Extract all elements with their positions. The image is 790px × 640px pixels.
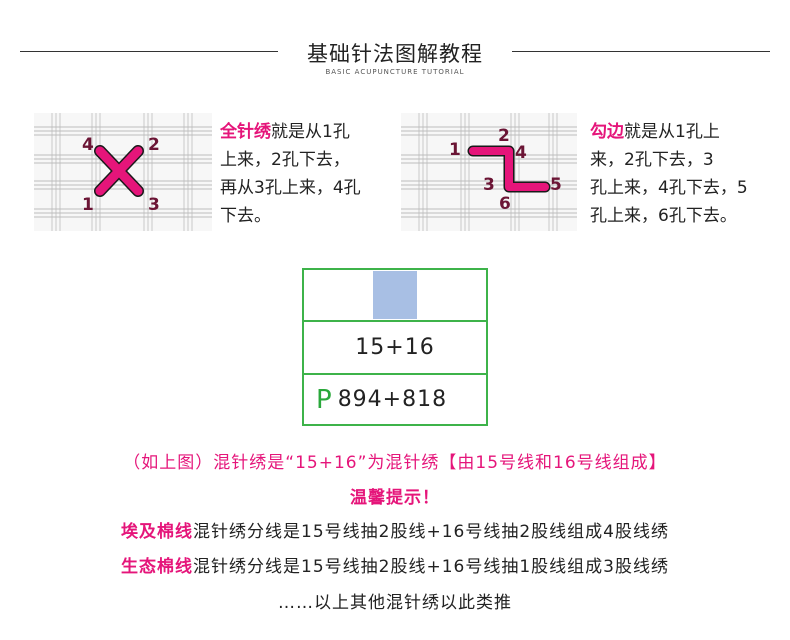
- full-stitch-text-3: 再从3孔上来，4孔: [220, 178, 361, 198]
- hole-number-3: 3: [148, 195, 160, 215]
- eco-cotton-label: 生态棉线: [121, 557, 194, 577]
- egypt-cotton-label: 埃及棉线: [121, 522, 194, 542]
- full-stitch-text-1: 就是从1孔: [271, 122, 350, 142]
- outline-number-6: 6: [499, 194, 511, 214]
- outline-number-5: 5: [550, 175, 562, 195]
- outline-number-4: 4: [515, 143, 527, 163]
- eco-cotton-line: 生态棉线混针绣分线是15号线抽2股线+16号线抽1股线组成3股线绣: [0, 552, 790, 577]
- outline-number-2: 2: [498, 126, 510, 146]
- full-stitch-text-2: 上来，2孔下去，: [220, 150, 350, 170]
- hole-number-1: 1: [82, 195, 94, 215]
- outline-text-4: 孔上来，6孔下去。: [590, 206, 737, 226]
- tip-heading: 温馨提示！: [350, 488, 440, 508]
- swatch-cell: [304, 270, 486, 322]
- etc-line: ……以上其他混针绣以此类推: [278, 593, 512, 613]
- full-stitch-description: 全针绣就是从1孔 上来，2孔下去， 再从3孔上来，4孔 下去。: [220, 118, 390, 230]
- egypt-cotton-line: 埃及棉线混针绣分线是15号线抽2股线+16号线抽2股线组成4股线绣: [0, 517, 790, 542]
- outline-number-1: 1: [449, 140, 461, 160]
- outline-stitch-diagram: 1 2 4 3 5 6: [401, 113, 577, 231]
- full-stitch-diagram: 4 2 1 3: [34, 113, 212, 231]
- full-stitch-name: 全针绣: [220, 122, 271, 142]
- outline-number-3: 3: [483, 175, 495, 195]
- hole-number-4: 4: [82, 135, 94, 155]
- header-rule-left: [20, 51, 278, 52]
- egypt-cotton-text: 混针绣分线是15号线抽2股线+16号线抽2股线组成4股线绣: [193, 522, 669, 542]
- page-title: 基础针法图解教程: [307, 42, 483, 66]
- hole-number-2: 2: [148, 135, 160, 155]
- code-cell: 15+16: [304, 322, 486, 375]
- outline-text-2: 来，2孔下去，3: [590, 150, 714, 170]
- thread-code: 15+16: [355, 335, 435, 360]
- thread-code-card: 15+16 P 894+818: [302, 268, 488, 426]
- page-subtitle: BASIC ACUPUNCTURE TUTORIAL: [325, 68, 465, 76]
- full-stitch-text-4: 下去。: [220, 206, 271, 226]
- mixed-stitch-line: （如上图）混针绣是“15+16”为混针绣【由15号线和16号线组成】: [123, 453, 667, 473]
- outline-text-1: 就是从1孔上: [624, 122, 720, 142]
- header-rule-right: [512, 51, 770, 52]
- outline-text-3: 孔上来，4孔下去，5: [590, 178, 748, 198]
- eco-cotton-text: 混针绣分线是15号线抽2股线+16号线抽1股线组成3股线绣: [193, 557, 669, 577]
- outline-name: 勾边: [590, 122, 624, 142]
- color-swatch: [373, 271, 417, 319]
- p-label: P: [316, 384, 332, 415]
- outline-description: 勾边就是从1孔上 来，2孔下去，3 孔上来，4孔下去，5 孔上来，6孔下去。: [590, 118, 786, 230]
- p-code: 894+818: [337, 387, 448, 412]
- p-code-cell: P 894+818: [304, 375, 486, 424]
